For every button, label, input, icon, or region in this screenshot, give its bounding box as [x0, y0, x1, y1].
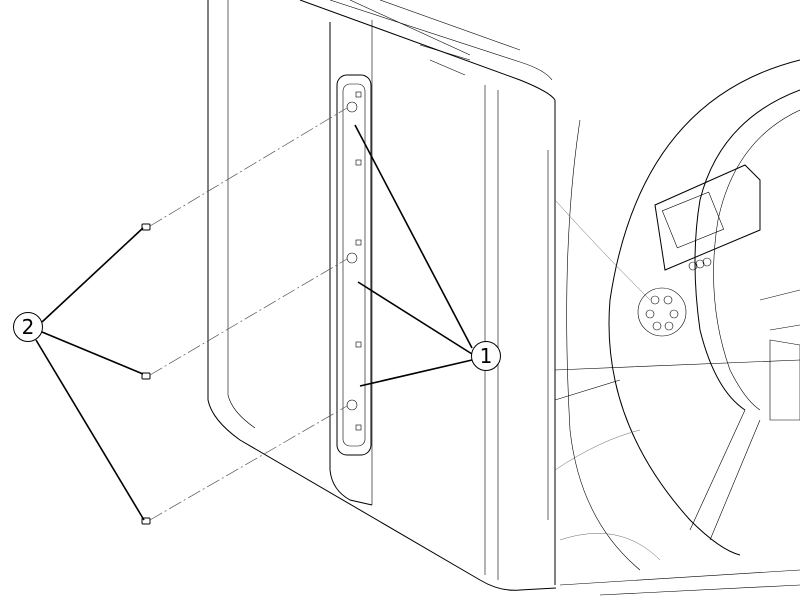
mounting-slot	[336, 74, 372, 456]
callout-1: 1	[471, 341, 501, 371]
screws	[141, 223, 151, 525]
screw-icon	[141, 223, 151, 231]
screw-icon	[141, 372, 151, 380]
side-panel	[207, 0, 557, 591]
callout-2: 2	[13, 312, 43, 342]
alignment-lines	[149, 107, 348, 521]
screw-icon	[141, 517, 151, 525]
front-door	[554, 59, 800, 596]
leader-lines	[35, 124, 473, 521]
